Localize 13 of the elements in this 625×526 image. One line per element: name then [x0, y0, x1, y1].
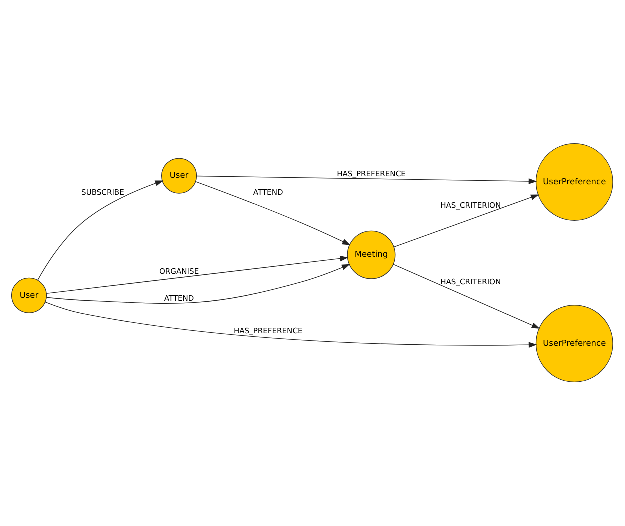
- arrow: [196, 176, 538, 184]
- node-circle: User: [11, 278, 48, 314]
- node-circle: UserPreference: [536, 305, 614, 383]
- node-circle: Meeting: [347, 230, 396, 280]
- node-circle: UserPreference: [536, 143, 614, 221]
- arrow: [195, 181, 351, 246]
- arrow: [393, 264, 540, 329]
- arrow: [394, 194, 540, 248]
- node-circle: User: [161, 158, 198, 194]
- arrow: [45, 302, 538, 348]
- arrow: [38, 180, 164, 281]
- arrow: [46, 264, 350, 304]
- arrow: [46, 256, 348, 294]
